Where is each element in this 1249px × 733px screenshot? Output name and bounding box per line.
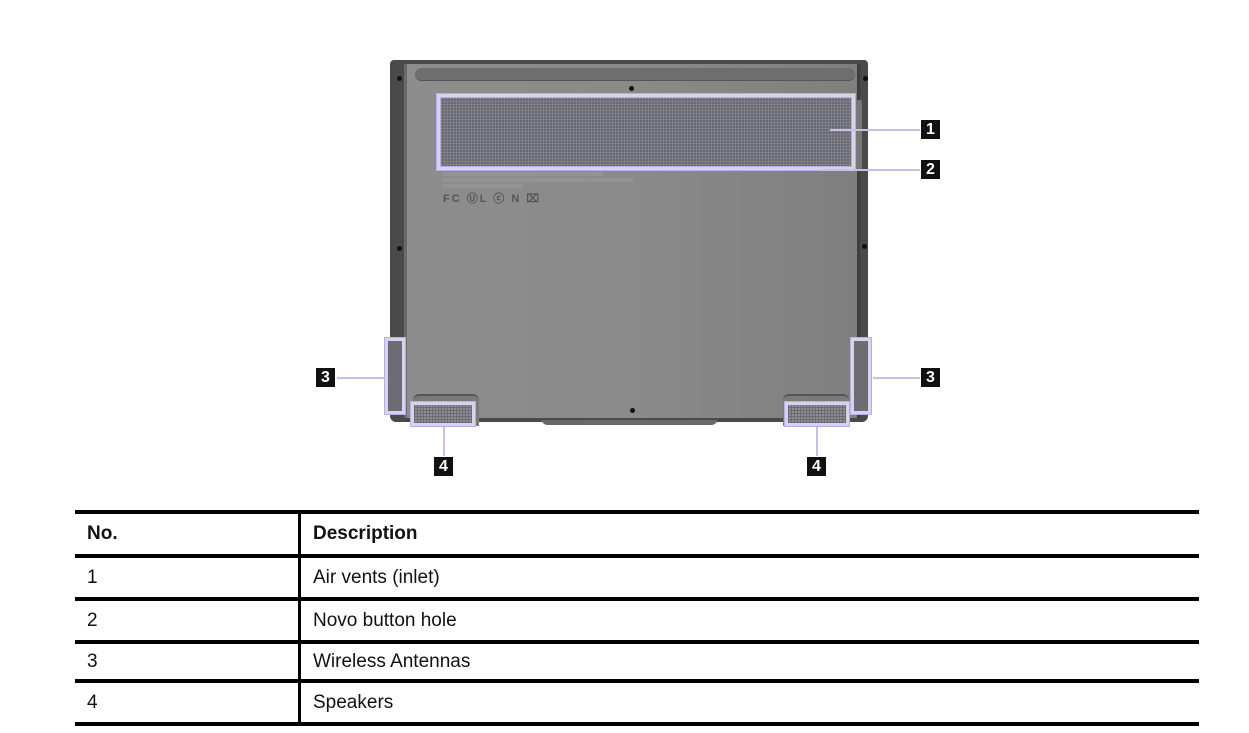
table-row: 4 Speakers (75, 681, 1199, 724)
table-header-row: No. Description (75, 512, 1199, 556)
table-row: 1 Air vents (inlet) (75, 556, 1199, 599)
leader-line-4-right (816, 427, 818, 456)
leader-line-3-right (873, 377, 920, 379)
row-description: Speakers (313, 691, 394, 713)
row-description: Novo button hole (313, 609, 457, 631)
screw-icon (629, 86, 634, 91)
row-no: 3 (75, 642, 301, 681)
callout-3-right: 3 (921, 368, 940, 387)
callout-3-left: 3 (316, 368, 335, 387)
header-description: Description (313, 523, 418, 544)
wireless-antenna-right-highlight (851, 338, 871, 414)
screw-icon (862, 244, 867, 249)
bottom-lip (542, 420, 717, 425)
screw-icon (397, 76, 402, 81)
table-row: 3 Wireless Antennas (75, 642, 1199, 681)
leader-line-4-left (443, 427, 445, 456)
screw-icon (397, 246, 402, 251)
row-no: 1 (75, 556, 301, 599)
bottom-cover: FC ⓊL ⓒ N ⌧ (397, 64, 868, 426)
laptop-bottom-figure: FC ⓊL ⓒ N ⌧ 1 2 3 3 4 4 (316, 60, 940, 476)
row-description: Wireless Antennas (313, 650, 471, 672)
speaker-left-highlight (411, 402, 475, 426)
row-description: Air vents (inlet) (313, 566, 440, 588)
regulatory-text (443, 178, 633, 182)
leader-line-1 (830, 129, 920, 131)
leader-line-3-left (337, 377, 385, 379)
laptop-bottom-chassis: FC ⓊL ⓒ N ⌧ (390, 60, 868, 426)
parts-table: No. Description 1 Air vents (inlet) 2 No… (75, 510, 1199, 726)
wireless-antenna-left-highlight (385, 338, 405, 414)
hinge-bar (415, 68, 855, 81)
callout-1: 1 (921, 120, 940, 139)
screw-icon (630, 408, 635, 413)
side-port (856, 100, 862, 170)
header-no: No. (75, 512, 301, 556)
regulatory-text (443, 172, 603, 176)
regulatory-text (443, 184, 523, 188)
regulatory-logos: FC ⓊL ⓒ N ⌧ (443, 193, 542, 205)
row-no: 2 (75, 599, 301, 642)
callout-4-left: 4 (434, 457, 453, 476)
callout-4-right: 4 (807, 457, 826, 476)
callout-2: 2 (921, 160, 940, 179)
screw-icon (863, 76, 868, 81)
table-row: 2 Novo button hole (75, 599, 1199, 642)
air-vents-highlight (437, 94, 855, 170)
speaker-right-highlight (785, 402, 849, 426)
leader-line-2 (820, 169, 920, 171)
row-no: 4 (75, 681, 301, 724)
